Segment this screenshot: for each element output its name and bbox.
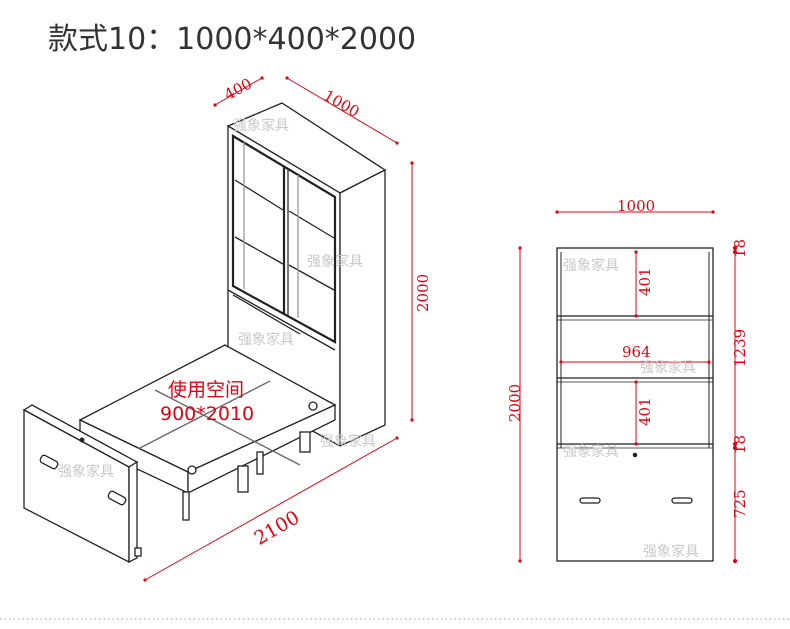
iso-bed-length-label: 2100 (250, 506, 303, 549)
bed-height-label: 725 (731, 489, 749, 518)
watermark-3: 强象家具 (238, 331, 294, 348)
watermarks: 强象家具 强象家具 强象家具 强象家具 强象家具 强象家具 强象家具 强象家具 … (58, 117, 699, 560)
cabinet-height-label: 1239 (731, 329, 749, 367)
iso-dimension-lines (143, 76, 414, 582)
front-dimension-lines (518, 210, 738, 564)
shelf-lower-label: 401 (636, 397, 654, 426)
front-width-label: 1000 (617, 197, 655, 215)
space-label-line1: 使用空间 (168, 379, 244, 401)
watermark-6: 强象家具 (563, 257, 619, 274)
watermark-8: 强象家具 (563, 443, 619, 460)
watermark-2: 强象家具 (307, 253, 363, 270)
page-title: 款式10：1000*400*2000 (48, 22, 417, 57)
panel-mid-label: 18 (731, 435, 749, 454)
panel-top-label: 18 (731, 239, 749, 258)
watermark-9: 强象家具 (643, 543, 699, 560)
front-height-label: 2000 (506, 384, 524, 422)
watermark-5: 强象家具 (58, 463, 114, 480)
watermark-4: 强象家具 (320, 433, 376, 450)
front-inner-width-label: 964 (622, 343, 651, 361)
space-label-line2: 900*2010 (160, 403, 254, 425)
watermark-1: 强象家具 (233, 117, 289, 134)
iso-height-label: 2000 (414, 274, 432, 312)
iso-width-label: 1000 (320, 86, 362, 121)
iso-depth-label: 400 (221, 74, 255, 103)
shelf-upper-label: 401 (636, 267, 654, 296)
isometric-view (22, 102, 387, 564)
watermark-7: 强象家具 (640, 359, 696, 376)
front-view (556, 247, 714, 562)
